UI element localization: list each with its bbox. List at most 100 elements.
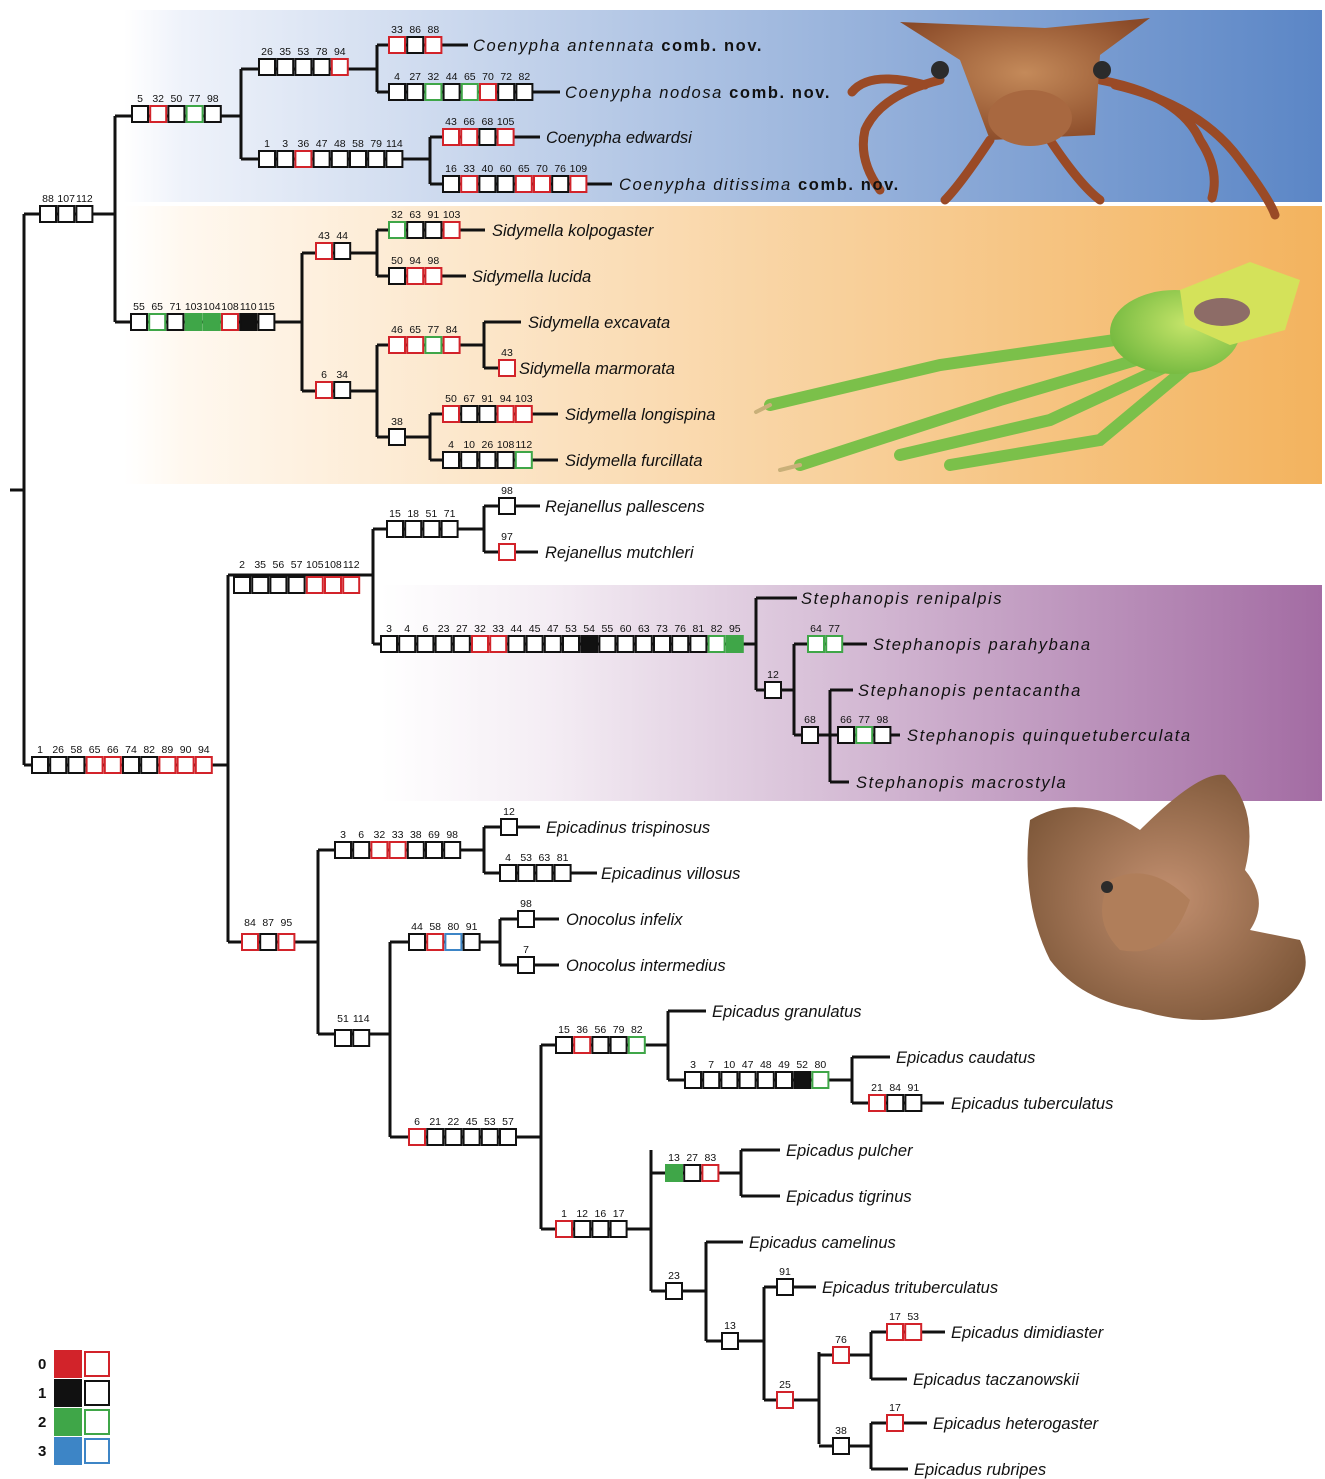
character-state-box [123, 757, 139, 773]
taxon-label: Coenypha edwardsi [546, 129, 693, 147]
character-number: 5 [137, 93, 143, 105]
taxon-species: intermedius [640, 957, 725, 975]
character-number: 114 [386, 138, 403, 150]
character-state-box [409, 1129, 425, 1145]
taxon-label: Epicadus dimidiaster [951, 1324, 1105, 1342]
character-state-box [167, 314, 183, 330]
taxon-label: Epicadus taczanowskii [913, 1371, 1080, 1389]
character-state-box [222, 314, 238, 330]
character-number: 58 [71, 744, 83, 756]
taxon-label: Sidymella furcillata [565, 452, 703, 470]
character-number: 6 [422, 623, 428, 635]
character-number: 84 [244, 917, 256, 929]
taxon-label: Epicadus trituberculatus [822, 1279, 998, 1297]
character-number: 43 [318, 230, 330, 242]
character-state-box [234, 577, 250, 593]
character-state-box [289, 577, 305, 593]
character-state-box [826, 636, 842, 652]
character-state-box [802, 727, 818, 743]
taxon-genus: Coenypha [546, 129, 626, 147]
character-number: 90 [180, 744, 192, 756]
character-state-box [527, 636, 543, 652]
character-number: 63 [638, 623, 650, 635]
character-state-box [574, 1037, 590, 1053]
taxon-genus: Sidymella [565, 406, 641, 424]
taxon-genus: Epicadus [951, 1095, 1023, 1113]
character-state-box [461, 129, 477, 145]
character-number: 40 [482, 163, 494, 175]
character-number: 70 [536, 163, 548, 175]
taxon-genus: Epicadus [712, 1003, 784, 1021]
character-number: 94 [198, 744, 210, 756]
character-state-box [187, 106, 203, 122]
taxon-label: Sidymella kolpogaster [492, 222, 655, 240]
character-state-box [399, 636, 415, 652]
character-state-box [444, 222, 460, 238]
character-number: 82 [143, 744, 155, 756]
character-number: 98 [520, 898, 532, 910]
character-number: 38 [391, 416, 403, 428]
character-state-box [350, 151, 366, 167]
taxon-genus: Stephanopis [907, 727, 1023, 745]
character-number: 77 [828, 623, 840, 635]
taxon-species: camelinus [821, 1234, 895, 1252]
character-state-box [703, 1072, 719, 1088]
character-number: 55 [602, 623, 614, 635]
character-state-box [636, 636, 652, 652]
taxon-label: Epicadus rubripes [914, 1461, 1046, 1479]
character-number: 10 [724, 1059, 736, 1071]
character-state-box [702, 1165, 718, 1181]
character-number: 77 [428, 324, 440, 336]
taxon-label: Coenypha antennata comb. nov. [473, 37, 763, 55]
character-number: 94 [500, 393, 512, 405]
character-state-box [536, 865, 552, 881]
character-state-box [168, 106, 184, 122]
character-state-box [629, 1037, 645, 1053]
character-state-box [498, 176, 514, 192]
character-state-box [556, 1037, 572, 1053]
character-state-box [389, 337, 405, 353]
character-state-box [443, 176, 459, 192]
character-state-box [518, 911, 534, 927]
character-number: 33 [463, 163, 475, 175]
character-number: 22 [448, 1116, 460, 1128]
taxon-note: comb. nov. [655, 37, 763, 55]
character-state-box [335, 842, 351, 858]
character-state-box [592, 1221, 608, 1237]
character-state-box [409, 934, 425, 950]
character-number: 103 [443, 209, 461, 221]
character-number: 17 [613, 1208, 625, 1220]
character-number: 26 [482, 439, 494, 451]
character-state-box [407, 84, 423, 100]
taxon-label: Stephanopis pentacantha [858, 682, 1082, 700]
taxon-note: comb. nov. [792, 176, 900, 194]
character-state-box [316, 382, 332, 398]
taxon-label: Onocolus intermedius [566, 957, 726, 975]
character-state-box [332, 151, 348, 167]
taxon-label: Sidymella excavata [528, 314, 670, 332]
character-number: 13 [668, 1152, 680, 1164]
character-state-box [259, 59, 275, 75]
character-state-box [58, 206, 74, 222]
character-number: 2 [239, 559, 245, 571]
taxon-label: Epicadinus trispinosus [546, 819, 710, 837]
character-state-box [461, 176, 477, 192]
character-number: 33 [391, 24, 403, 36]
character-number: 107 [57, 193, 75, 205]
character-state-box [240, 314, 256, 330]
character-number: 65 [518, 163, 530, 175]
character-number: 91 [482, 393, 494, 405]
taxon-species: granulatus [784, 1003, 861, 1021]
character-state-box [405, 521, 421, 537]
character-number: 110 [240, 301, 257, 313]
taxon-species: pulcher [857, 1142, 914, 1160]
taxon-label: Epicadinus villosus [601, 865, 740, 883]
character-state-box [501, 819, 517, 835]
character-number: 6 [358, 829, 364, 841]
character-state-box [76, 206, 92, 222]
character-number: 47 [316, 138, 328, 150]
character-state-box [368, 151, 384, 167]
character-number: 32 [474, 623, 486, 635]
character-state-box [105, 757, 121, 773]
taxon-genus: Epicadinus [601, 865, 686, 883]
